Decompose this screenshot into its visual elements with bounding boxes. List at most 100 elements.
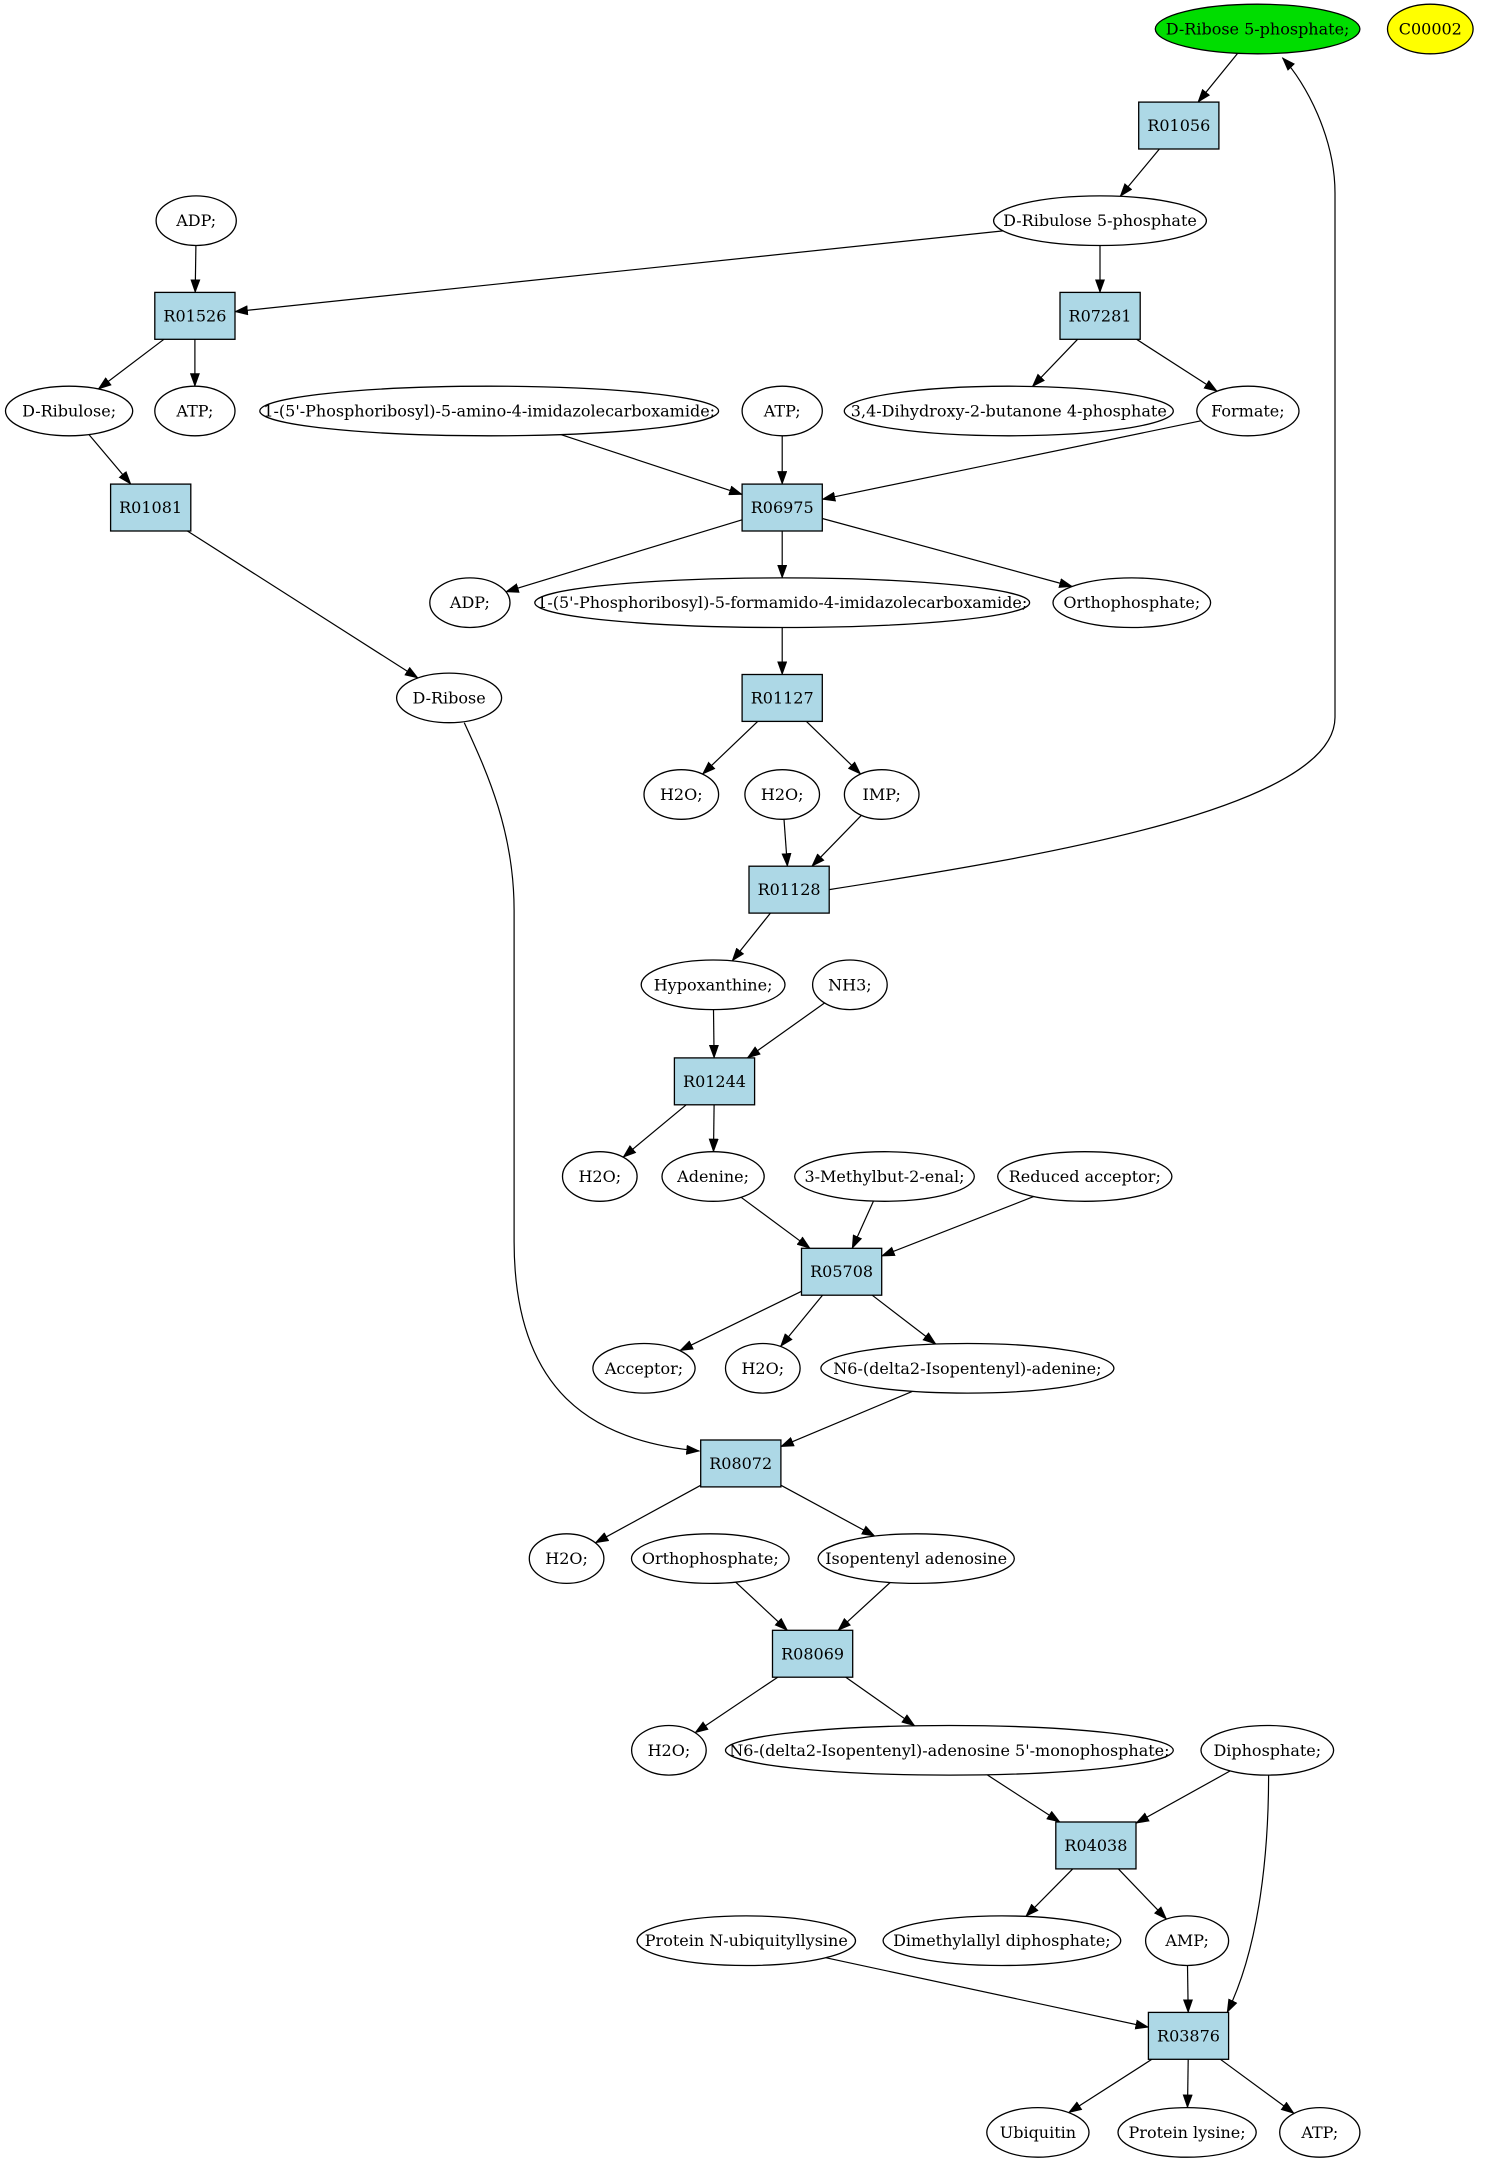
reaction-node-R01128[interactable]: R01128 <box>748 865 830 914</box>
compound-node-c_ru5p[interactable]: D-Ribulose 5-phosphate <box>992 195 1208 247</box>
compound-node-c_atp1[interactable]: ATP; <box>154 385 236 437</box>
compound-ellipse <box>630 1533 790 1585</box>
compound-node-c_n6ade[interactable]: N6-(delta2-Isopentenyl)-adenine; <box>820 1342 1115 1394</box>
compound-ellipse <box>843 385 1174 437</box>
node-label: R01244 <box>683 1072 746 1091</box>
reaction-node-R07281[interactable]: R07281 <box>1059 291 1141 340</box>
reaction-node-R01081[interactable]: R01081 <box>109 483 192 532</box>
node-label: R03876 <box>1157 2026 1220 2045</box>
edge-c_isoade-to-R08069 <box>837 1582 891 1631</box>
compound-node-c_hypox[interactable]: Hypoxanthine; <box>640 959 786 1011</box>
compound-node-c_h2o2[interactable]: H2O; <box>744 769 821 820</box>
compound-node-c_dhbp[interactable]: 3,4-Dihydroxy-2-butanone 4-phosphate <box>843 385 1174 437</box>
compound-node-c_pi2[interactable]: Orthophosphate; <box>630 1533 790 1585</box>
node-label: R06975 <box>751 498 814 517</box>
compound-node-c_pi1[interactable]: Orthophosphate; <box>1052 577 1212 629</box>
node-label: D-Ribulose; <box>22 402 116 421</box>
compound-ellipse <box>561 1151 638 1202</box>
reaction-box <box>1138 101 1220 150</box>
edge-R04038-to-c_amp <box>1117 1868 1168 1920</box>
edge-R01526-to-c_dribulose <box>97 338 165 390</box>
edge-R01127-to-c_h2o1 <box>701 720 759 775</box>
edge-c_h2o2-to-R01128 <box>781 819 792 868</box>
edge-c_amp-to-R03876 <box>1183 1965 1194 2014</box>
compound-node-c_adp1[interactable]: ADP; <box>155 195 237 247</box>
reaction-node-R06975[interactable]: R06975 <box>741 483 823 532</box>
compound-node-c_dribulose[interactable]: D-Ribulose; <box>4 385 134 437</box>
compound-node-c_nh3[interactable]: NH3; <box>811 959 888 1011</box>
edge-R08072-to-c_isoade <box>780 1484 876 1537</box>
node-label: H2O; <box>648 1741 691 1760</box>
compound-node-c_h2o6[interactable]: H2O; <box>630 1724 707 1776</box>
reaction-box <box>741 483 823 532</box>
edge-R05708-to-c_h2o4 <box>779 1294 823 1348</box>
node-label: R08072 <box>709 1454 772 1473</box>
reaction-node-R05708[interactable]: R05708 <box>800 1247 883 1296</box>
compound-node-c_faicar[interactable]: 1-(5'-Phosphoribosyl)-5-formamido-4-imid… <box>534 577 1031 629</box>
compound-node-c_dribose[interactable]: D-Ribose <box>395 672 503 724</box>
compound-ellipse <box>1154 3 1361 55</box>
compound-node-c_r5p[interactable]: D-Ribose 5-phosphate; <box>1154 3 1361 55</box>
reaction-node-R08072[interactable]: R08072 <box>700 1439 782 1488</box>
node-label: H2O; <box>741 1359 784 1378</box>
compound-node-c_adenine[interactable]: Adenine; <box>661 1151 765 1202</box>
compound-ellipse <box>744 769 821 820</box>
compound-node-c_ppi[interactable]: Diphosphate; <box>1200 1724 1335 1776</box>
node-label: ADP; <box>175 211 216 230</box>
compound-ellipse <box>528 1533 605 1585</box>
compound-node-c_n6amp[interactable]: N6-(delta2-Isopentenyl)-adenosine 5'-mon… <box>724 1724 1174 1776</box>
edge-layer <box>88 52 1336 2114</box>
reaction-node-R01127[interactable]: R01127 <box>741 673 823 723</box>
node-label: ATP; <box>763 402 801 421</box>
edge-c_pi2-to-R08069 <box>735 1581 789 1631</box>
reaction-node-R01526[interactable]: R01526 <box>154 291 236 340</box>
compound-ellipse <box>1052 577 1212 629</box>
reaction-node-R01244[interactable]: R01244 <box>673 1057 756 1106</box>
node-label: 3-Methylbut-2-enal; <box>804 1167 964 1186</box>
reaction-node-R03876[interactable]: R03876 <box>1147 2011 1230 2060</box>
node-label: R04038 <box>1064 1836 1127 1855</box>
reaction-node-R01056[interactable]: R01056 <box>1138 101 1220 150</box>
edge-c_dribose-to-R08072 <box>463 722 701 1455</box>
compound-node-c_aicar[interactable]: 1-(5'-Phosphoribosyl)-5-amino-4-imidazol… <box>259 385 720 437</box>
reaction-box <box>109 483 192 532</box>
compound-node-c_h2o5[interactable]: H2O; <box>528 1533 605 1585</box>
node-label: C00002 <box>1399 20 1462 39</box>
reaction-node-R04038[interactable]: R04038 <box>1055 1821 1137 1870</box>
reaction-box <box>800 1247 883 1296</box>
reaction-box <box>1055 1821 1137 1870</box>
compound-node-c_amp[interactable]: AMP; <box>1144 1915 1230 1967</box>
compound-node-c_h2o3[interactable]: H2O; <box>561 1151 638 1202</box>
compound-node-c_legend[interactable]: C00002 <box>1386 3 1474 55</box>
edge-R06975-to-c_adp2 <box>504 519 743 593</box>
node-label: H2O; <box>545 1549 588 1568</box>
compound-ellipse <box>395 672 503 724</box>
compound-node-c_h2o1[interactable]: H2O; <box>643 769 720 820</box>
compound-node-c_methylbut[interactable]: 3-Methylbut-2-enal; <box>794 1151 975 1202</box>
edge-c_methylbut-to-R05708 <box>851 1200 874 1250</box>
node-label: Diphosphate; <box>1213 1741 1321 1760</box>
compound-ellipse <box>986 2106 1090 2158</box>
compound-node-c_protlys[interactable]: Protein lysine; <box>1117 2106 1257 2158</box>
node-label: 1-(5'-Phosphoribosyl)-5-amino-4-imidazol… <box>263 402 715 421</box>
reaction-box <box>1059 291 1141 340</box>
compound-node-c_imp[interactable]: IMP; <box>843 769 920 820</box>
edge-c_adenine-to-R05708 <box>740 1196 811 1249</box>
compound-node-c_atp3[interactable]: ATP; <box>1279 2106 1361 2158</box>
compound-ellipse <box>1200 1724 1335 1776</box>
compound-node-c_acceptor[interactable]: Acceptor; <box>592 1342 696 1394</box>
compound-node-c_adp2[interactable]: ADP; <box>429 577 511 629</box>
reaction-node-R08069[interactable]: R08069 <box>771 1629 854 1678</box>
compound-node-c_atp2[interactable]: ATP; <box>741 385 823 437</box>
edge-c_ru5p-to-R01526 <box>233 230 1004 316</box>
compound-node-c_isoade[interactable]: Isopentenyl adenosine <box>817 1533 1015 1585</box>
compound-node-c_formate[interactable]: Formate; <box>1196 385 1300 437</box>
edge-c_ppi-to-R03876 <box>1226 1775 1270 2014</box>
compound-node-c_h2o4[interactable]: H2O; <box>724 1342 801 1394</box>
compound-ellipse <box>997 1151 1173 1202</box>
compound-node-c_dmapp[interactable]: Dimethylallyl diphosphate; <box>882 1915 1122 1967</box>
compound-node-c_ubiquitin[interactable]: Ubiquitin <box>986 2106 1090 2158</box>
compound-node-c_ubilys[interactable]: Protein N-ubiquityllysine <box>636 1915 857 1967</box>
compound-node-c_redacc[interactable]: Reduced acceptor; <box>997 1151 1173 1202</box>
node-label: 1-(5'-Phosphoribosyl)-5-formamido-4-imid… <box>537 593 1027 612</box>
